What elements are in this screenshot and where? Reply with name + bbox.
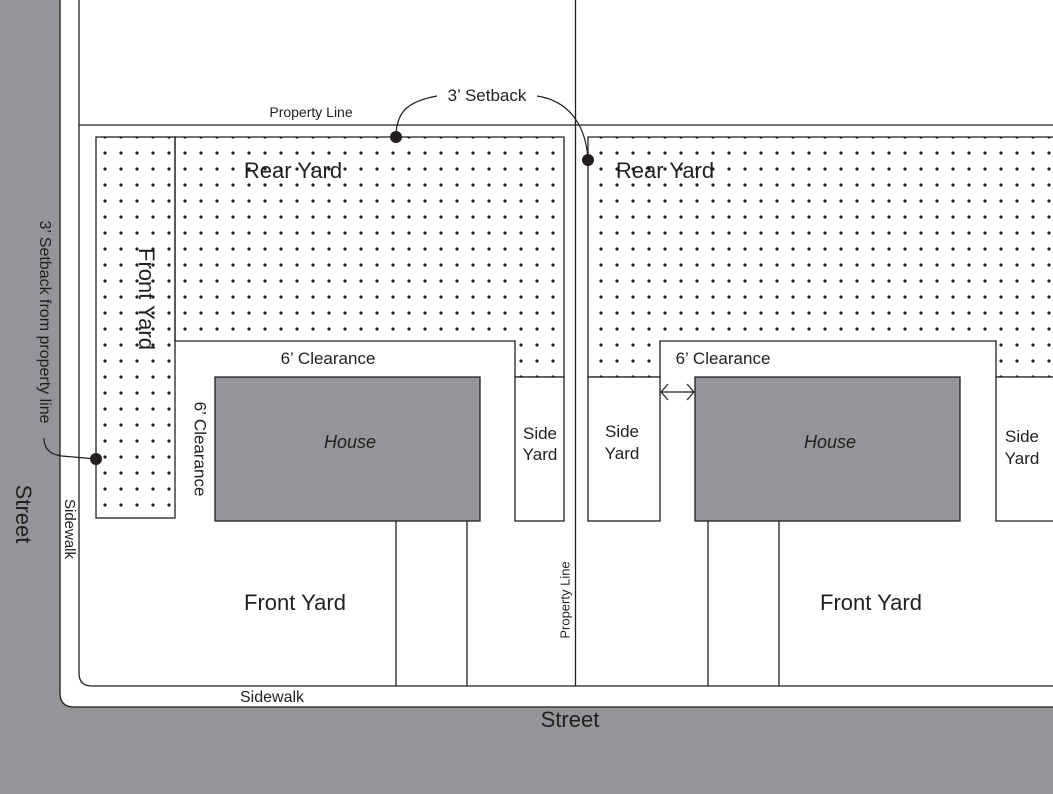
clearance-side-left-label: 6’ Clearance [191, 402, 210, 497]
property-line-middle-label: Property Line [557, 561, 572, 638]
side-yard-right-right-label-line1: Side [1005, 427, 1039, 446]
setback-leader-top-right [536, 95, 589, 161]
setback-side-label: 3’ Setback from property line [36, 220, 53, 423]
setback-leader-side [43, 437, 97, 460]
rear-yard-right-area [587, 136, 1053, 378]
sidewalk-inner-edge [78, 0, 1053, 687]
clearance-top-right-label: 6’ Clearance [676, 349, 771, 368]
rear-yard-right-label: Rear Yard [616, 158, 714, 183]
house-left [214, 376, 481, 522]
sidewalk-side-label: Sidewalk [61, 499, 78, 560]
side-yard-right-left-area [587, 376, 661, 522]
side-yard-right-left-label-line2: Yard [605, 444, 640, 463]
side-yard-left-label-line2: Yard [523, 445, 558, 464]
rear-yard-left-label: Rear Yard [244, 158, 342, 183]
setback-marker-top [390, 131, 402, 143]
sidewalk-outer-edge [59, 0, 1053, 708]
side-yard-right-left-label-line1: Side [605, 422, 639, 441]
clearance-top-left-label: 6’ Clearance [281, 349, 376, 368]
side-yard-left-label-line1: Side [523, 424, 557, 443]
property-line-top-label: Property Line [269, 104, 352, 120]
setback-leader-top-left [395, 95, 438, 138]
street-bottom-label: Street [541, 707, 600, 732]
house-left-label: House [324, 432, 376, 452]
clearance-double-arrow [660, 383, 695, 401]
side-yard-right-right-area [995, 376, 1053, 522]
street-side-label: Street [11, 485, 36, 544]
setback-marker-side [90, 453, 102, 465]
front-yard-right-label: Front Yard [820, 590, 922, 615]
sidewalk-bottom-label: Sidewalk [240, 689, 305, 706]
front-yard-side-left-label: Front Yard [134, 248, 159, 350]
house-right [694, 376, 961, 522]
front-yard-side-left-area [95, 136, 176, 519]
rear-yard-left-area [174, 136, 565, 378]
setback-top-label: 3’ Setback [448, 86, 527, 105]
side-yard-right-right-label-line2: Yard [1005, 449, 1040, 468]
setback-marker-right [582, 154, 594, 166]
side-yard-left-area [514, 376, 565, 522]
house-right-label: House [804, 432, 856, 452]
front-yard-left-label: Front Yard [244, 590, 346, 615]
